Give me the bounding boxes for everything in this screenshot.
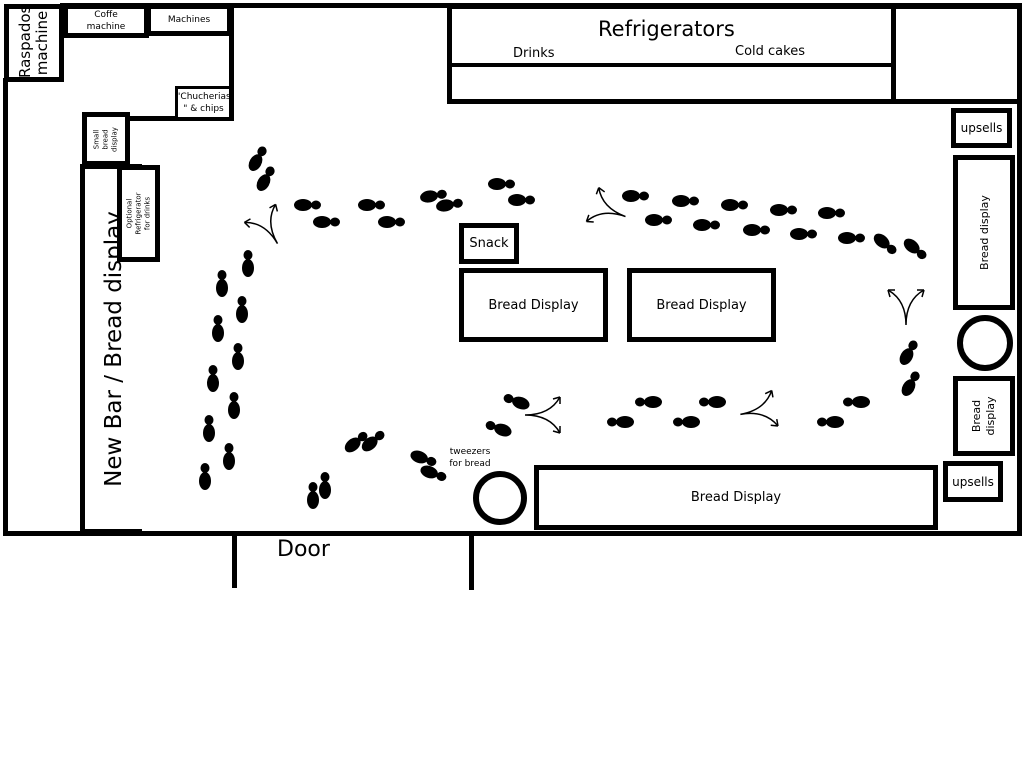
footprint-icon	[607, 416, 634, 428]
footprint-icon	[743, 224, 770, 236]
footprint-icon	[361, 430, 385, 452]
round-display-right	[957, 315, 1013, 371]
split-arrow-icon	[740, 389, 779, 427]
drinks-label: Drinks	[513, 46, 555, 61]
wall-left	[3, 78, 8, 536]
upsells-bottom: upsells	[943, 461, 1003, 502]
footprint-icon	[378, 216, 405, 228]
raspados-machine: Raspados machine	[4, 4, 64, 82]
footprint-icon	[307, 482, 319, 509]
door-jamb-right	[469, 535, 474, 590]
round-display-bottom	[473, 471, 527, 525]
wall-inner-vertical	[229, 5, 234, 121]
bread-display-right-1: Bread display	[953, 155, 1015, 310]
bread-display-bottom: Bread Display	[534, 465, 938, 530]
footprint-icon	[212, 315, 224, 342]
footprint-icon	[313, 216, 340, 228]
door-jamb-left	[232, 535, 237, 588]
footprint-icon	[622, 190, 649, 202]
footprint-icon	[672, 195, 699, 207]
footprint-icon	[228, 392, 240, 419]
footprint-icon	[488, 178, 515, 190]
footprint-icon	[216, 270, 228, 297]
snack: Snack	[459, 223, 519, 264]
cold-cakes-label: Cold cakes	[735, 44, 805, 59]
upsells-top: upsells	[951, 108, 1012, 148]
split-arrow-icon	[524, 396, 561, 434]
footprint-icon	[817, 416, 844, 428]
footprint-icon	[508, 194, 535, 206]
footprint-icon	[503, 394, 530, 410]
optional-refrigerator: Optional Refrigerator for drinks	[117, 165, 160, 262]
refrigerators-label: Refrigerators	[598, 17, 735, 41]
footprint-icon	[635, 396, 662, 408]
footprint-icon	[410, 450, 437, 466]
bread-display-right-2: Bread display	[953, 376, 1015, 456]
footprint-icon	[645, 214, 672, 226]
bread-display-1: Bread Display	[459, 268, 608, 342]
wall-bottom	[3, 531, 1022, 536]
footprint-icon	[319, 472, 331, 499]
footprint-icon	[843, 396, 870, 408]
footprint-icon	[358, 199, 385, 211]
footprint-icon	[838, 232, 865, 244]
footprint-icon	[236, 296, 248, 323]
footprint-icon	[673, 416, 700, 428]
footprint-icon	[420, 189, 447, 203]
split-arrow-icon	[243, 203, 279, 245]
footprint-icon	[790, 228, 817, 240]
footprint-icon	[693, 219, 720, 231]
footprint-icon	[873, 233, 897, 255]
footprint-icon	[256, 166, 275, 191]
footprint-icon	[699, 396, 726, 408]
footprint-icon	[721, 199, 748, 211]
footprint-icon	[294, 199, 321, 211]
footprint-icon	[232, 343, 244, 370]
footprint-icon	[207, 365, 219, 392]
split-arrow-icon	[585, 187, 626, 223]
footprint-icon	[901, 371, 920, 396]
footprint-icon	[248, 146, 267, 171]
footprint-icon	[485, 421, 512, 437]
tweezers-label: tweezers for bread	[449, 447, 491, 469]
footprint-icon	[344, 431, 368, 453]
refrigerators: Refrigerators Drinks Cold cakes	[447, 4, 896, 104]
footprint-icon	[818, 207, 845, 219]
footprint-icon	[242, 250, 254, 277]
machines: Machines	[146, 4, 232, 36]
footprint-icon	[436, 198, 463, 212]
footprint-icon	[903, 238, 927, 260]
footprint-icon	[420, 465, 447, 481]
bread-display-2: Bread Display	[627, 268, 776, 342]
footprint-icon	[899, 340, 918, 365]
split-arrow-icon	[887, 289, 925, 326]
refrigerator-corner	[891, 4, 1022, 104]
footprint-icon	[223, 443, 235, 470]
refrigerator-divider	[452, 63, 892, 67]
door-label: Door	[277, 537, 330, 562]
footprint-icon	[770, 204, 797, 216]
small-bread-display: Small bread display	[82, 112, 130, 166]
chucherias-chips: "Chucherias " & chips	[175, 86, 232, 120]
footprint-icon	[199, 463, 211, 490]
footprint-icon	[203, 415, 215, 442]
wall-right	[1017, 3, 1022, 536]
